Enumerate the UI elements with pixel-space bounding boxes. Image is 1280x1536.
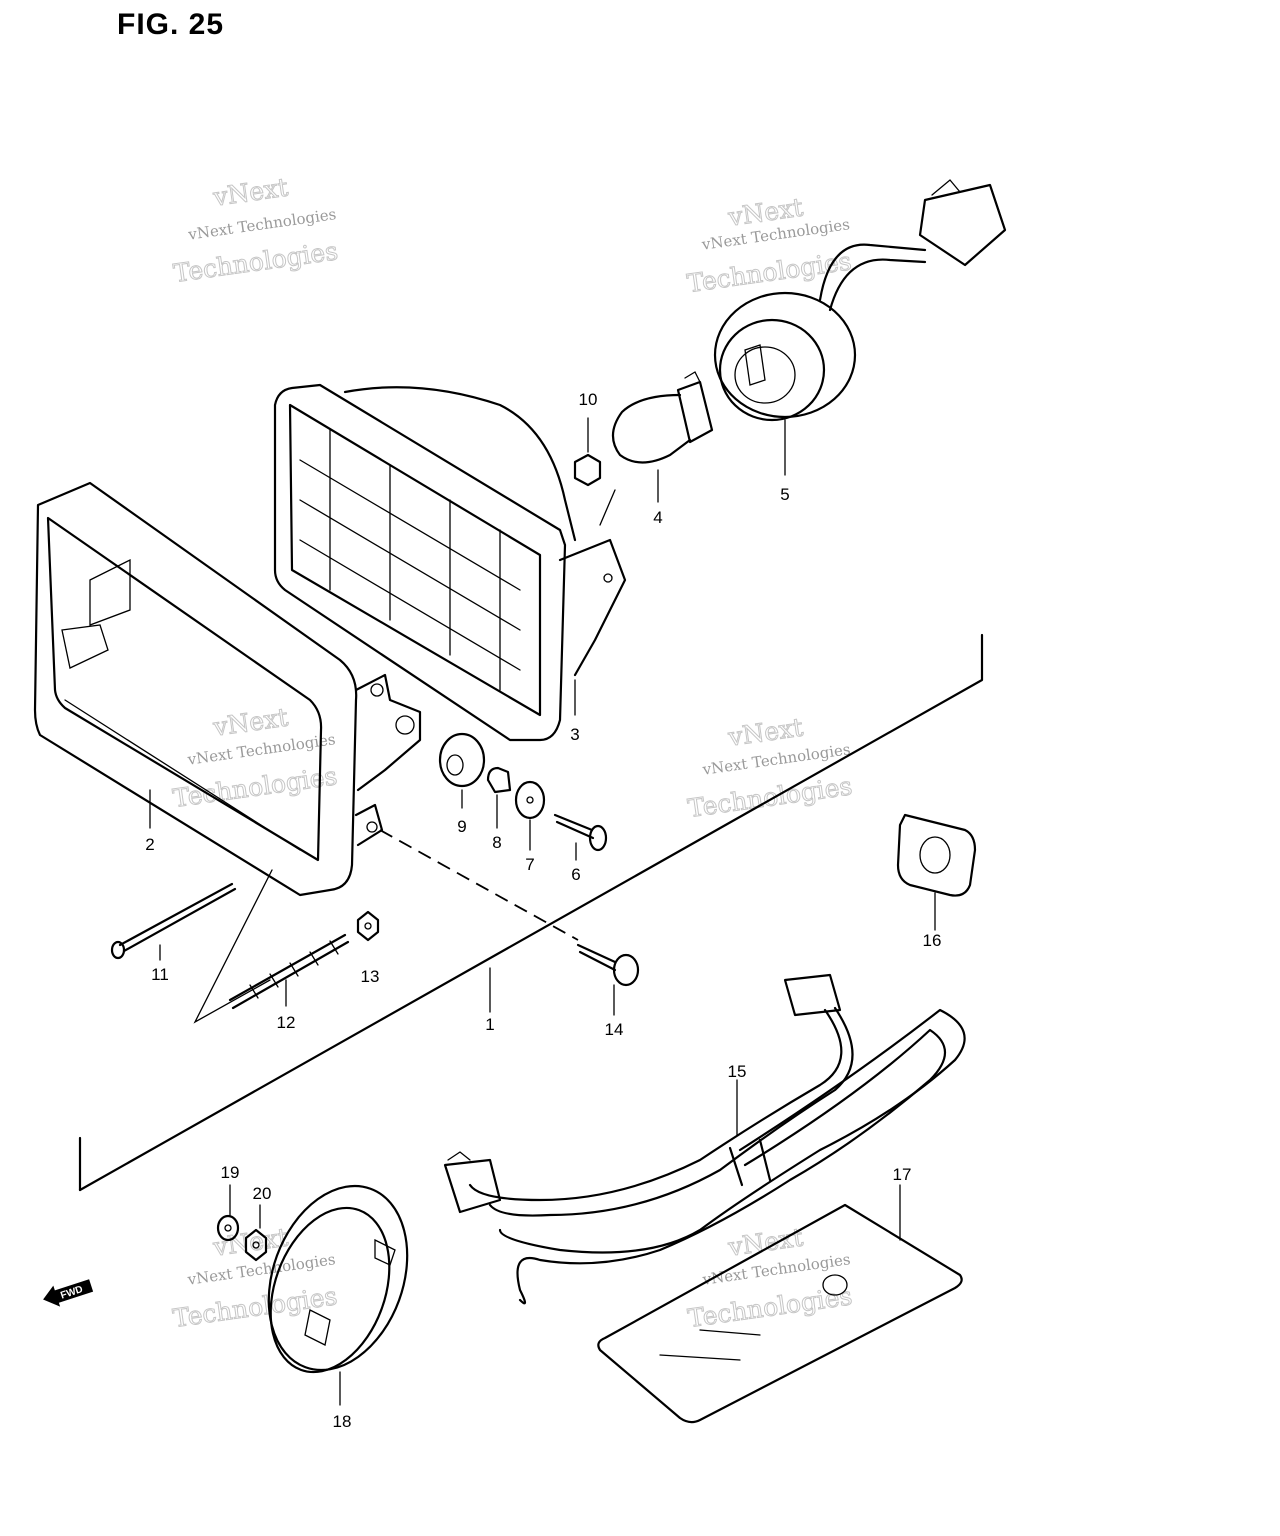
figure-title: FIG. 25 [117,8,225,41]
part-label: 10 [579,390,598,409]
part-label: 11 [151,965,169,984]
svg-text:vNext Technologies: vNext Technologies [186,205,337,244]
part-label: 8 [492,833,501,852]
adjusting-screw-icon [110,882,237,961]
grommet-icon [896,813,977,931]
watermark-group: vNext vNext Technologies Technologies vN… [171,172,855,1333]
svg-text:vNext: vNext [211,703,290,742]
watermark: vNext vNext Technologies Technologies [685,192,854,299]
lamp-cover-icon [267,1184,409,1406]
part-label: 4 [653,508,662,527]
part-label: 9 [457,817,466,836]
svg-text:vNext Technologies: vNext Technologies [701,1250,852,1289]
svg-text:FWD: FWD [59,1284,84,1302]
washer-icon [514,780,546,851]
svg-text:Technologies: Technologies [171,1281,339,1333]
svg-text:vNext: vNext [211,173,290,212]
grommet-icon [438,732,486,809]
watermark: vNext vNext Technologies Technologies [171,702,340,813]
part-label: 19 [221,1163,240,1182]
assembly-bracket-icon [78,633,984,1192]
part-label: 2 [145,835,154,854]
part-label: 13 [361,967,380,986]
svg-text:Technologies: Technologies [172,236,340,288]
bulb-icon [611,371,714,503]
part-label: 5 [780,485,789,504]
nut-icon [356,910,380,942]
spring-icon [193,869,350,1024]
part-label: 17 [893,1165,912,1184]
part-label: 18 [333,1412,352,1431]
part-label: 14 [605,1020,624,1039]
part-label: 16 [923,931,942,950]
nut-icon [573,417,602,487]
svg-text:vNext Technologies: vNext Technologies [186,730,337,769]
wiring-harness-icon [443,973,966,1305]
caution-label-icon [597,1184,963,1424]
lamp-housing-frame-icon [33,481,422,897]
part-label: 1 [485,1015,494,1034]
watermark: vNext vNext Technologies Technologies [686,1222,855,1333]
part-label: 7 [525,855,534,874]
bulb-socket-icon [713,179,1007,476]
svg-text:vNext: vNext [726,713,805,752]
lamp-unit-icon [273,383,627,742]
watermark: vNext vNext Technologies Technologies [171,172,340,288]
part-label: 6 [571,865,580,884]
part-labels: 1 2 3 4 5 6 7 8 9 10 11 12 13 14 15 16 1… [145,390,941,1431]
part-label: 12 [277,1013,296,1032]
washer-icon [216,1184,240,1242]
bolt-icon [379,829,640,1016]
svg-text:vNext: vNext [726,1223,805,1262]
part-label: 20 [253,1184,272,1203]
svg-text:Technologies: Technologies [686,1281,854,1333]
nut-icon [244,1204,268,1262]
part-label: 3 [570,725,579,744]
screw-icon [553,813,608,861]
svg-text:vNext Technologies: vNext Technologies [701,740,852,779]
collar-icon [486,766,512,829]
part-label: 15 [728,1062,747,1081]
fwd-arrow-icon: FWD [43,1279,94,1307]
svg-text:Technologies: Technologies [686,771,854,823]
